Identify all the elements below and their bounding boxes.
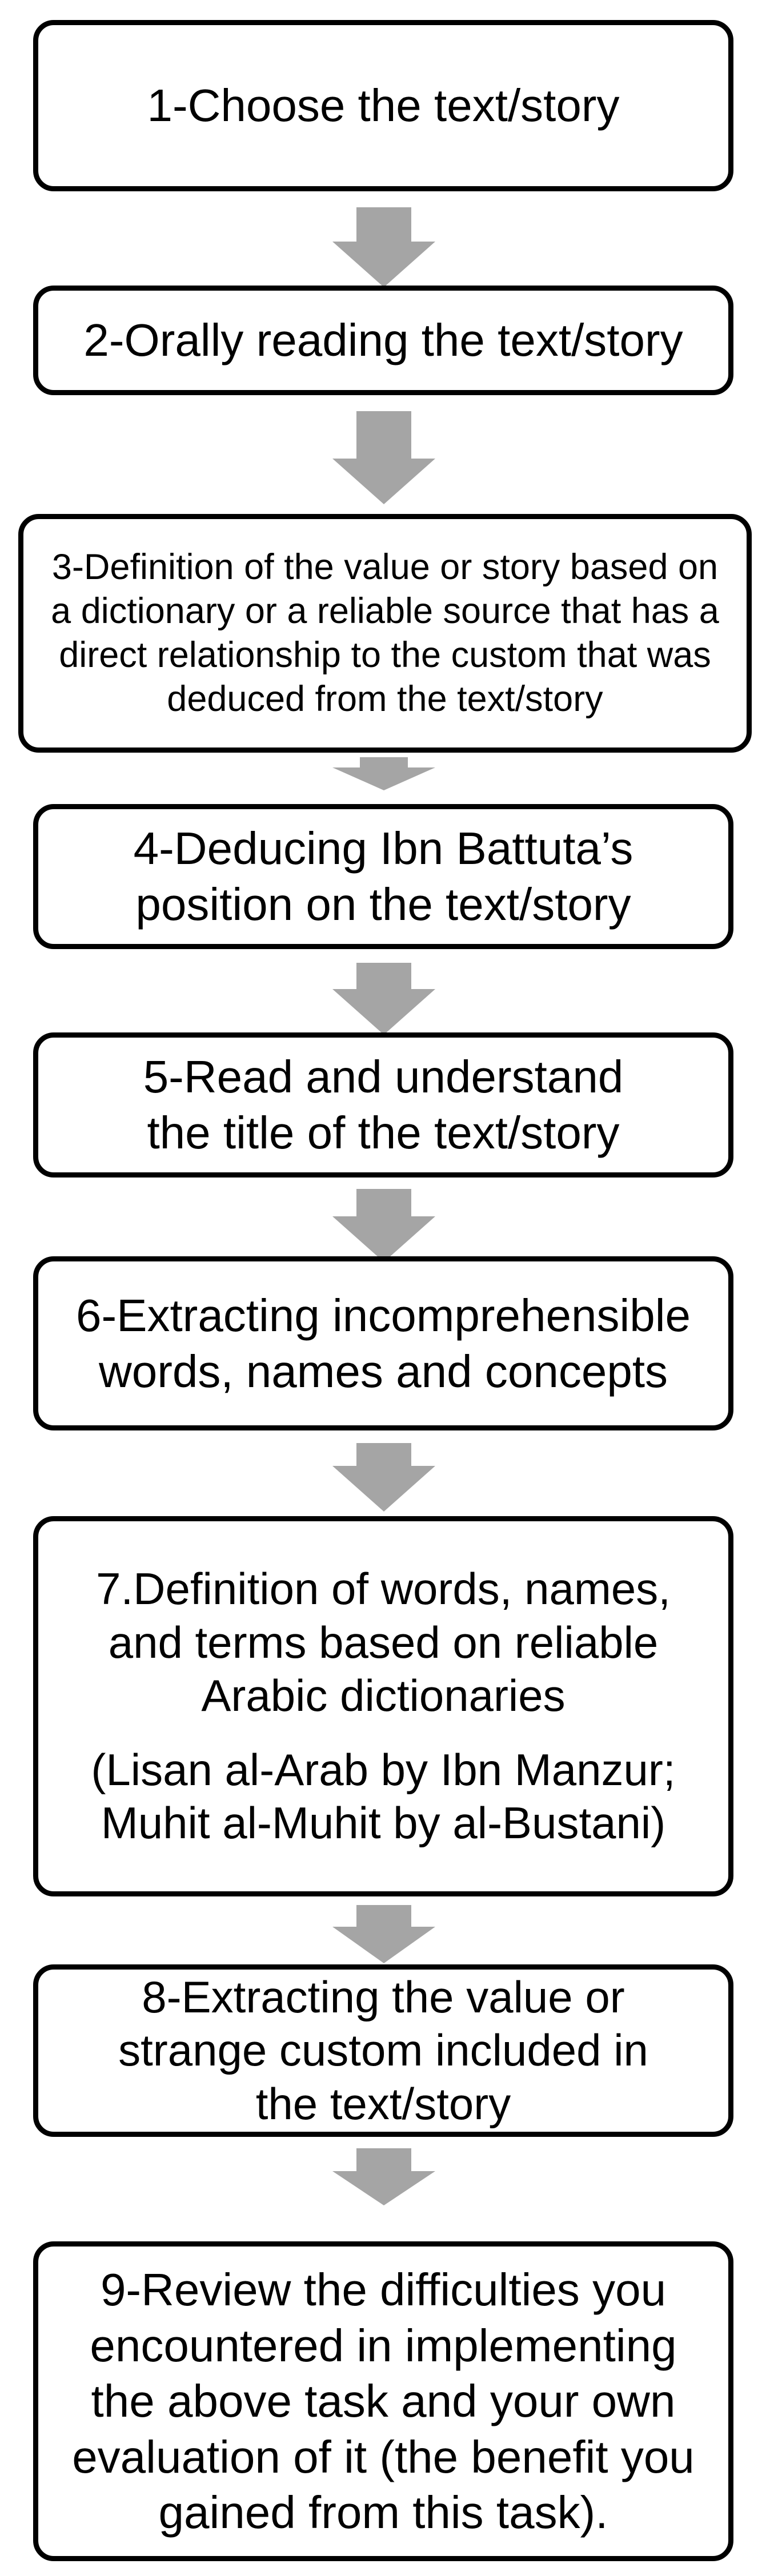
flow-step-4-label: 4-Deducing Ibn Battuta’s position on the… [133, 823, 633, 930]
flow-step-7-label: 7.Definition of words, names, and terms … [96, 1564, 671, 1721]
flow-step-4: 4-Deducing Ibn Battuta’s position on the… [33, 804, 733, 949]
flow-step-2: 2-Orally reading the text/story [33, 286, 733, 395]
flow-step-9: 9-Review the difficulties you encountere… [33, 2241, 733, 2561]
flow-step-5-label: 5-Read and understand the title of the t… [143, 1051, 624, 1158]
flow-step-7: 7.Definition of words, names, and terms … [33, 1516, 733, 1896]
flow-step-7-note: (Lisan al-Arab by Ibn Manzur; Muhit al-M… [91, 1744, 676, 1848]
flow-step-3-label: 3-Definition of the value or story based… [51, 547, 719, 719]
flow-step-2-label: 2-Orally reading the text/story [83, 315, 683, 366]
flow-step-8: 8-Extracting the value or strange custom… [33, 1964, 733, 2137]
flow-step-3: 3-Definition of the value or story based… [18, 514, 752, 753]
flow-step-9-label: 9-Review the difficulties you encountere… [72, 2264, 695, 2538]
flow-step-6: 6-Extracting incomprehensible words, nam… [33, 1256, 733, 1430]
flow-step-8-label: 8-Extracting the value or strange custom… [118, 1971, 648, 2129]
flow-step-6-label: 6-Extracting incomprehensible words, nam… [75, 1289, 691, 1397]
flow-step-1: 1-Choose the text/story [33, 20, 733, 191]
flow-step-1-label: 1-Choose the text/story [147, 80, 620, 131]
flow-step-5: 5-Read and understand the title of the t… [33, 1032, 733, 1178]
